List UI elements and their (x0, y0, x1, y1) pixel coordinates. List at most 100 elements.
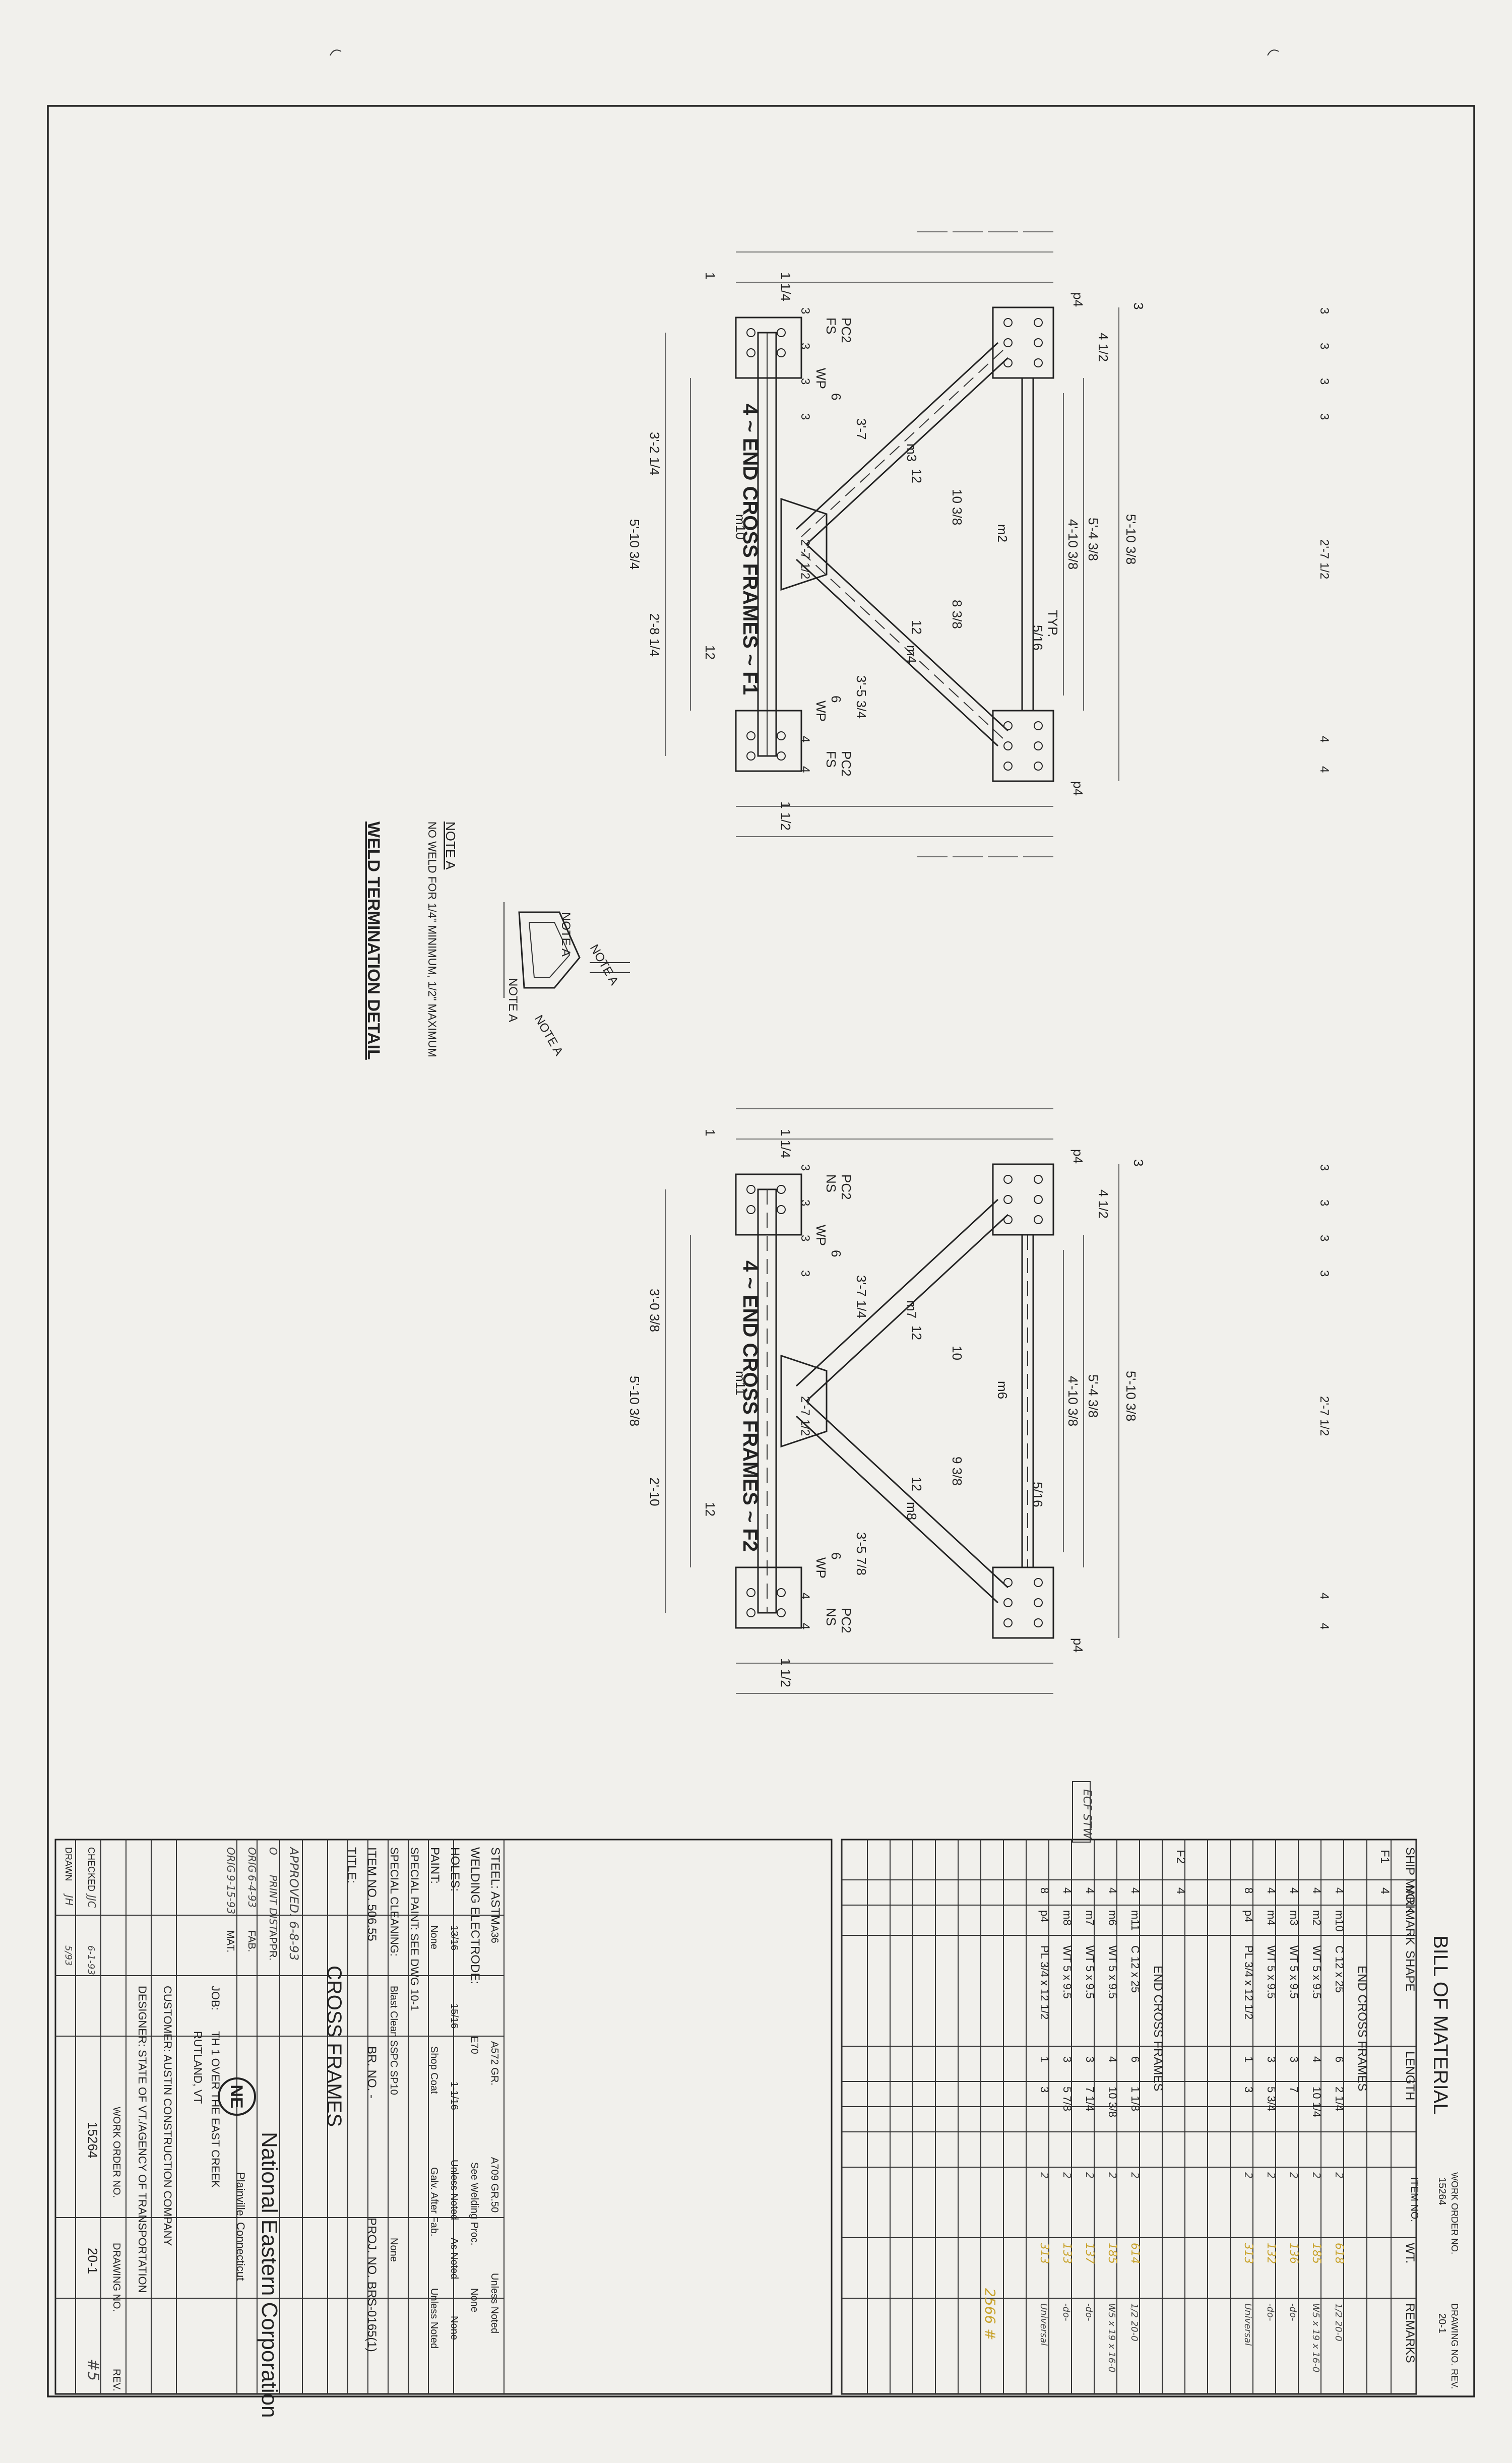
bom-row-feet: 3 (1061, 2056, 1074, 2062)
dim-4-1-2: 4 1/2 (1096, 333, 1111, 362)
project-no: PROJ. NO. BRS-0165(1) (365, 2218, 379, 2352)
member-bottom: m6 (995, 1381, 1010, 1399)
bom-row-inches: 7 (1288, 2087, 1300, 2093)
dim-left-top: 3'-2 1/4 (647, 432, 662, 475)
bom-row-feet: 1 (1038, 2056, 1051, 2062)
paint-option: None (428, 1925, 439, 1949)
dim-left-top: 3'-0 3/8 (647, 1289, 662, 1332)
bom-row-wt: 185 (1106, 2243, 1118, 2264)
bom-row-remarks: Universal (1242, 2303, 1253, 2346)
welding-option: See Welding Proc. (469, 2162, 480, 2245)
view-caption-f2: 4 ~ END CROSS FRAMES ~ F2 (739, 1260, 761, 1552)
bom-drawing-label: DRAWING NO. (1450, 2303, 1460, 2365)
dim-chain-bottom: 3 (798, 413, 812, 420)
punch-hole-left (330, 49, 342, 56)
bom-ship-qty: 4 (1174, 1887, 1187, 1894)
bom-ship-mark: F2 (1174, 1850, 1187, 1864)
checked-label: CHECKED (86, 1847, 96, 1891)
work-order-no: 15264 (85, 2122, 100, 2158)
bom-row-remarks: -do- (1084, 2303, 1094, 2321)
bom-row-item: 2 (1084, 2172, 1096, 2179)
weld-size: 5/16 (1030, 1482, 1045, 1507)
job-label: JOB: (209, 1986, 222, 2010)
bom-drawing-no: 20-1 (1436, 2313, 1447, 2333)
bom-row-inches: 5 3/4 (1265, 2087, 1278, 2111)
dim-chain-top: 3 (1317, 413, 1331, 420)
bom-col-no: NO. (1403, 1885, 1417, 1907)
dim-diag2: 3'-5 3/4 (854, 675, 869, 719)
dim-6-right: 6 (829, 1552, 844, 1559)
bill-of-material: BILL OF MATERIAL SHIP MARKNO.MARKSHAPELE… (841, 1781, 1460, 2395)
revision-row-rev: ORIG (246, 1847, 258, 1873)
dim-diag1: 3'-7 1/4 (854, 1275, 869, 1318)
bom-row-item: 2 (1265, 2172, 1277, 2179)
bom-row-item: 2 (1061, 2172, 1073, 2179)
bom-row-shape: WT 5 x 9.5 (1310, 1945, 1323, 1999)
dim-diag2: 3'-5 7/8 (854, 1532, 869, 1575)
bom-row-shape: WT 5 x 9.5 (1084, 1945, 1096, 1999)
drawing-title: CROSS FRAMES (323, 1966, 345, 2127)
note-a-title: NOTE A (443, 822, 458, 870)
company-logo: NE (218, 2077, 256, 2116)
bom-row-no: 8 (1038, 1887, 1051, 1893)
typ-note: TYP. (1045, 610, 1060, 637)
drawing-border (47, 105, 1475, 2397)
steel-option: A36 (489, 1925, 500, 1943)
dim-chain-top: 3 (1317, 1270, 1331, 1277)
bom-row-no: 4 (1061, 1887, 1074, 1893)
bom-row-shape: C 12 x 25 (1333, 1945, 1346, 1993)
dim-mid: 5'-4 3/8 (1086, 518, 1101, 561)
bom-row-mark: m8 (1061, 1910, 1074, 1926)
bom-row-item: 2 (1038, 2172, 1050, 2179)
dim-chain-top: 2'-7 1/2 (1317, 1396, 1331, 1436)
bom-row-mark: m6 (1106, 1910, 1119, 1926)
cleaning-option: Blast Clean SSPC SP10 (388, 1986, 399, 2095)
dim-chain-top: 4 (1317, 1593, 1331, 1599)
bom-row-feet: 4 (1310, 2056, 1323, 2062)
bom-row-wt: 614 (1128, 2243, 1141, 2264)
frame-f1-labels: 5'-10 3/8 5'-4 3/8 4'-10 3/8 3 4 1/2 3'-… (627, 272, 1146, 831)
dim-114: 1 1/4 (778, 272, 793, 301)
bom-row-shape: WT 5 x 9.5 (1106, 1945, 1119, 1999)
bom-row-remarks: W5 x 19 x 16-0 (1106, 2303, 1117, 2372)
dim-838: 8 3/8 (950, 600, 965, 629)
bom-row-shape: WT 5 x 9.5 (1265, 1945, 1278, 1999)
holes-option: 1-1/16 (449, 2081, 460, 2110)
steel-option: A709 GR.50 (489, 2157, 500, 2213)
wp-left: WP (813, 368, 829, 389)
revision-row-date: 9-15-93 (225, 1875, 237, 1914)
cleaning-option: None (388, 2238, 399, 2262)
holes-option: Unless Noted (449, 2160, 460, 2220)
drawing-no: 20-1 (85, 2248, 100, 2274)
bom-row-wt: 313 (1242, 2243, 1254, 2264)
welding-option: E70 (469, 2036, 480, 2054)
company-location: Plainville, Connecticut (234, 2172, 247, 2281)
bom-col-shape: SHAPE (1403, 1950, 1417, 1991)
bom-row-wt: 136 (1287, 2243, 1300, 2264)
weld-detail-title: WELD TERMINATION DETAIL (364, 822, 383, 1060)
cross-frame-view-f2: 5'-10 3/8 5'-4 3/8 4'-10 3/8 3 4 1/2 3'-… (627, 1108, 1146, 1694)
bom-row-no: 4 (1129, 1887, 1142, 1893)
paint-option: Galv. After Fab. (428, 2167, 439, 2236)
bom-row-no: 4 (1084, 1887, 1096, 1893)
revision-row-by: FAB. (246, 1930, 257, 1952)
dim-3: 3 (1131, 1159, 1146, 1166)
view-caption-f1: 4 ~ END CROSS FRAMES ~ F1 (739, 404, 761, 695)
dim-12b: 12 (909, 620, 924, 635)
bom-row-shape: PL 3/4 x 12 1/2 (1242, 1945, 1255, 2019)
bom-row-wt: 618 (1333, 2243, 1345, 2264)
dim-chain-bottom: 3 (798, 1270, 812, 1277)
dim-chain-bottom: 4 (798, 766, 812, 773)
dim-12a: 12 (909, 469, 924, 483)
bom-row-mark: m10 (1333, 1910, 1346, 1932)
member-diag1: m3 (904, 444, 919, 462)
bom-row-mark: m2 (1310, 1910, 1323, 1926)
member-diag2: m8 (904, 1502, 919, 1520)
bom-row-no: 8 (1242, 1887, 1255, 1893)
bom-total-weight: 2566 # (982, 2288, 998, 2341)
bom-row-inches: 7 1/4 (1084, 2087, 1096, 2111)
dim-12c: 12 (703, 1502, 718, 1517)
dim-right-top: 2'-10 (647, 1477, 662, 1506)
bom-row-item: 2 (1129, 2172, 1141, 2179)
